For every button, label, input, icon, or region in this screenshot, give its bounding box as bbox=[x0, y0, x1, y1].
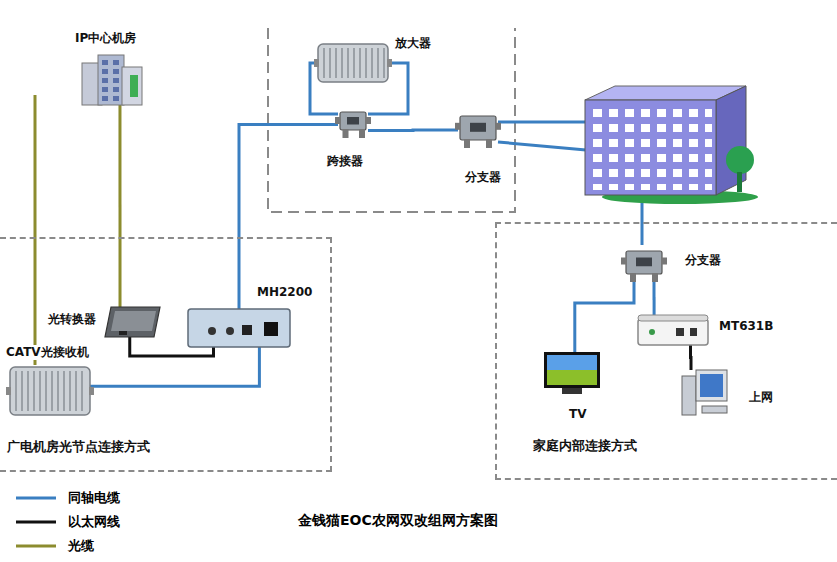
device-icon bbox=[338, 108, 368, 138]
splitter: 分支器 bbox=[458, 112, 498, 148]
cable-connector bbox=[239, 125, 338, 310]
device-drawing bbox=[82, 55, 142, 105]
cable-connector bbox=[368, 129, 458, 133]
cable-connector bbox=[575, 282, 634, 352]
caption-text: 金钱猫EOC农网双改组网方案图 bbox=[298, 512, 498, 528]
data-center-icon: IP中心机房 bbox=[82, 55, 142, 105]
media-converter: 光转换器 bbox=[105, 307, 160, 337]
device-icon bbox=[638, 315, 708, 345]
legend-label: 同轴电缆 bbox=[68, 489, 120, 507]
eoc-head-end: MH2200 bbox=[188, 309, 290, 347]
device-label: 光转换器 bbox=[47, 312, 97, 327]
legend-sample bbox=[16, 497, 56, 500]
cable-connector bbox=[653, 282, 656, 315]
device-icon bbox=[82, 55, 142, 105]
device-icon bbox=[105, 307, 160, 337]
device-label: IP中心机房 bbox=[74, 31, 137, 46]
device-drawing bbox=[638, 315, 708, 345]
crossover: 跨接器 bbox=[338, 108, 368, 138]
eoc-terminal: MT631B bbox=[638, 315, 708, 345]
region-box: 光转换器 MH2200CATV光接收机广电机房光节点连接方式 bbox=[0, 237, 332, 472]
device-label: 跨接器 bbox=[326, 154, 364, 169]
device-drawing bbox=[335, 112, 371, 138]
region-label: 家庭内部连接方式 bbox=[532, 438, 638, 453]
legend-line bbox=[12, 541, 60, 551]
legend: 同轴电缆以太网线光缆 bbox=[12, 486, 212, 558]
optical-receiver: CATV光接收机 bbox=[10, 367, 90, 415]
legend-line bbox=[12, 493, 60, 503]
legend-row: 以太网线 bbox=[12, 510, 212, 534]
coax-cable bbox=[498, 121, 586, 124]
region-outline bbox=[268, 28, 515, 212]
legend-sample bbox=[16, 521, 56, 524]
legend-label: 以太网线 bbox=[68, 513, 120, 531]
device-icon bbox=[10, 367, 90, 415]
device-drawing bbox=[188, 309, 290, 347]
device-drawing bbox=[455, 116, 501, 148]
device-label: 上网 bbox=[748, 390, 774, 405]
device-drawing bbox=[544, 352, 600, 394]
cable-connector bbox=[689, 345, 693, 370]
computer: 上网 bbox=[682, 370, 727, 415]
device-icon bbox=[318, 44, 388, 82]
device-drawing bbox=[682, 370, 727, 415]
cable-connector bbox=[90, 347, 259, 386]
device-icon bbox=[188, 309, 290, 347]
caption: 金钱猫EOC农网双改组网方案图 bbox=[298, 512, 498, 530]
cable-connector bbox=[118, 105, 121, 307]
region-label: 广电机房光节点连接方式 bbox=[6, 439, 151, 454]
device-label: TV bbox=[568, 407, 587, 422]
device-label: 分支器 bbox=[464, 170, 502, 185]
legend-line bbox=[12, 517, 60, 527]
legend-row: 光缆 bbox=[12, 534, 212, 558]
splitter: 分支器 bbox=[624, 247, 664, 282]
device-icon bbox=[682, 370, 727, 415]
legend-sample bbox=[16, 545, 56, 548]
device-drawing bbox=[6, 367, 94, 415]
device-label: 分支器 bbox=[684, 253, 722, 268]
device-label: 放大器 bbox=[394, 36, 432, 51]
device-drawing bbox=[621, 251, 667, 282]
device-label: CATV光接收机 bbox=[5, 345, 90, 360]
fiber-cable bbox=[34, 95, 37, 365]
amplifier: 放大器 bbox=[318, 44, 388, 82]
tv-set: TV bbox=[544, 352, 600, 394]
device-icon bbox=[544, 352, 600, 394]
region-box: 分支器 TV MT631B 上网家庭内部连接方式 bbox=[495, 222, 837, 480]
office-building bbox=[585, 86, 758, 204]
device-icon bbox=[458, 112, 498, 148]
device-drawing bbox=[105, 307, 160, 337]
device-drawing bbox=[314, 44, 392, 82]
device-label: MH2200 bbox=[256, 285, 313, 300]
legend-label: 光缆 bbox=[68, 537, 94, 555]
legend-row: 同轴电缆 bbox=[12, 486, 212, 510]
device-label: MT631B bbox=[718, 319, 774, 334]
device-icon bbox=[624, 247, 664, 282]
coax-cable bbox=[498, 142, 586, 150]
